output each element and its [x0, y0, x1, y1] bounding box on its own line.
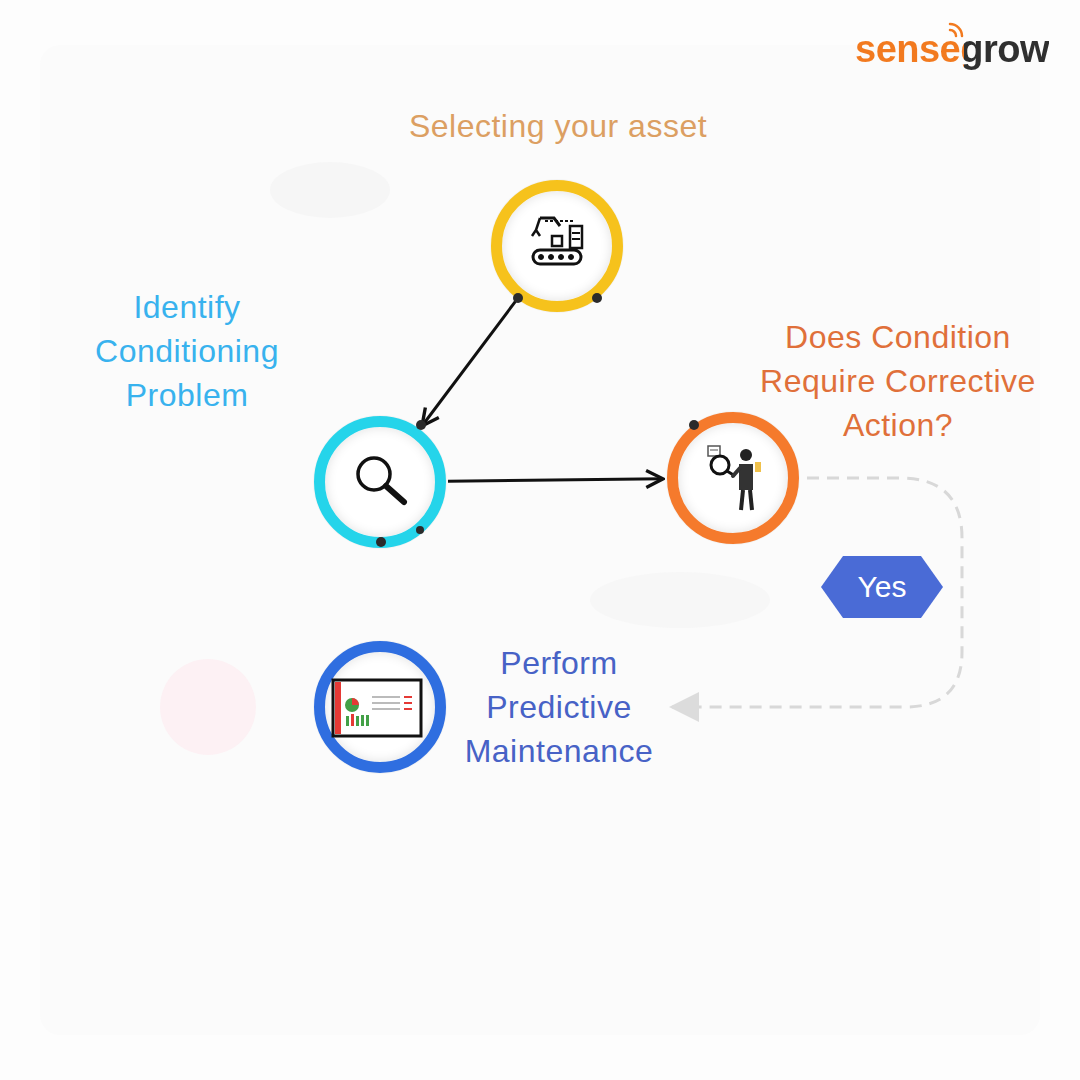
node-label: Does Condition Require Corrective Action…: [733, 315, 1063, 447]
node-circle: [667, 412, 799, 544]
decor-blob: [590, 572, 770, 628]
node-circle: [314, 416, 446, 548]
connector: [448, 479, 663, 481]
magnifier-icon: [358, 458, 404, 502]
connector: [422, 300, 516, 426]
logo-signal: [950, 24, 962, 36]
node-label: Perform Predictive Maintenance: [454, 641, 664, 773]
decor-blob: [270, 162, 390, 218]
dashboard-icon: [333, 680, 421, 736]
process-node: Identify Conditioning Problem: [314, 416, 446, 548]
ring-dots: [376, 293, 699, 547]
inspector-icon: [708, 446, 761, 510]
process-node: Does Condition Require Corrective Action…: [667, 412, 799, 544]
process-node: Perform Predictive Maintenance: [314, 641, 664, 773]
brand-logo: sensegrow: [855, 28, 1049, 71]
backdrop-panel: [40, 45, 1040, 1035]
decor-circle: [160, 659, 256, 755]
node-circle: [314, 641, 446, 773]
node-label: Identify Conditioning Problem: [82, 285, 292, 417]
node-label: Selecting your asset: [393, 104, 723, 148]
node-circle: [491, 180, 623, 312]
edge-label-badge: Yes: [821, 556, 943, 618]
edge-label: Yes: [821, 556, 943, 618]
factory-icon: [532, 218, 582, 264]
process-node: Selecting your asset: [491, 180, 623, 312]
